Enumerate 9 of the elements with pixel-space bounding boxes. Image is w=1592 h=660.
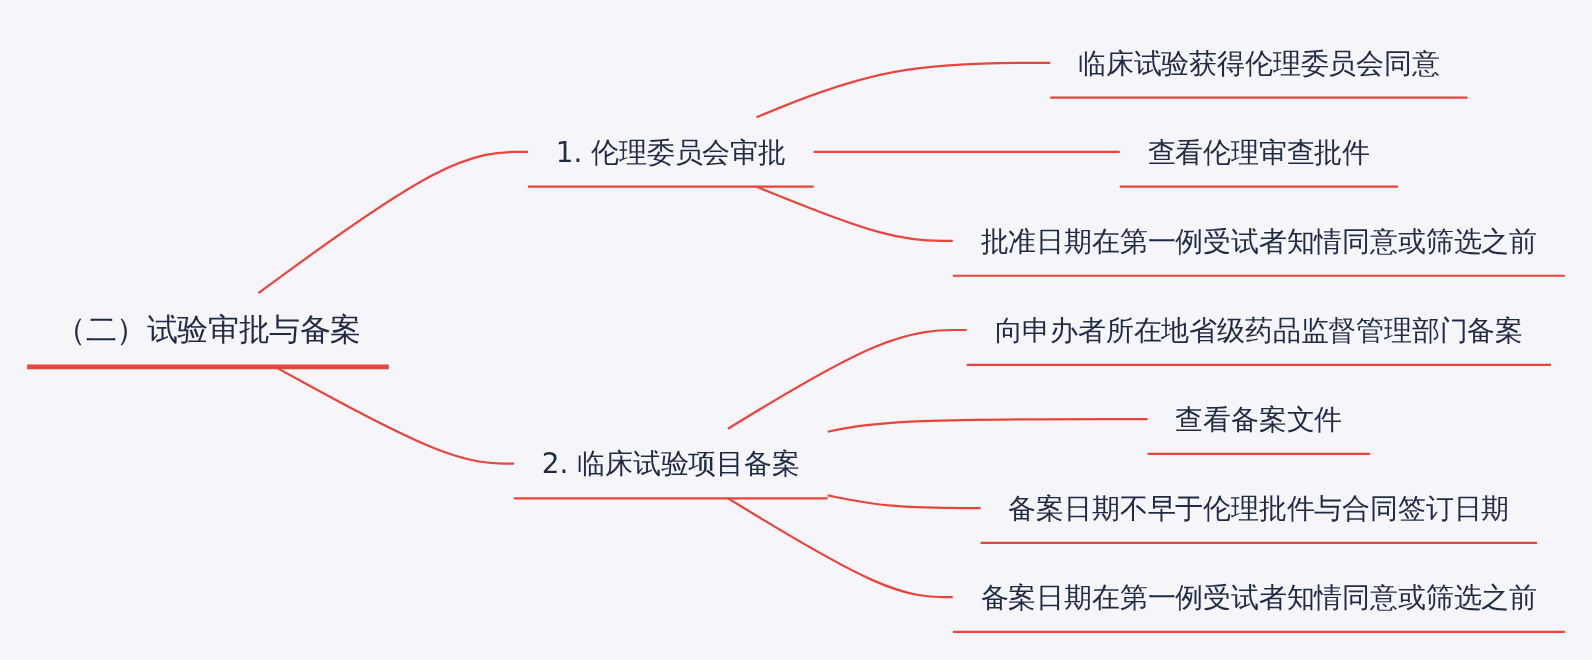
mind-map: （二）试验审批与备案 1. 伦理委员会审批 临床试验获得伦理委员会同意 查看伦理审查批件 批准日期在第一例受试者知情同意或筛选之前 2. 临床试验项目备案 向申办者所在地省级药品监督管理部门备案 查看备案文件 备案日期不早于伦理批件与合同签订日期 备案日期在第一例受试者知情同意或筛选之前 (16, 0, 1576, 660)
connector (257, 150, 528, 295)
connector (727, 497, 953, 599)
connector (756, 61, 1051, 119)
connector (727, 328, 967, 430)
connector (756, 185, 953, 243)
connector (827, 417, 1148, 433)
connector (827, 494, 981, 510)
connector (813, 150, 1120, 154)
